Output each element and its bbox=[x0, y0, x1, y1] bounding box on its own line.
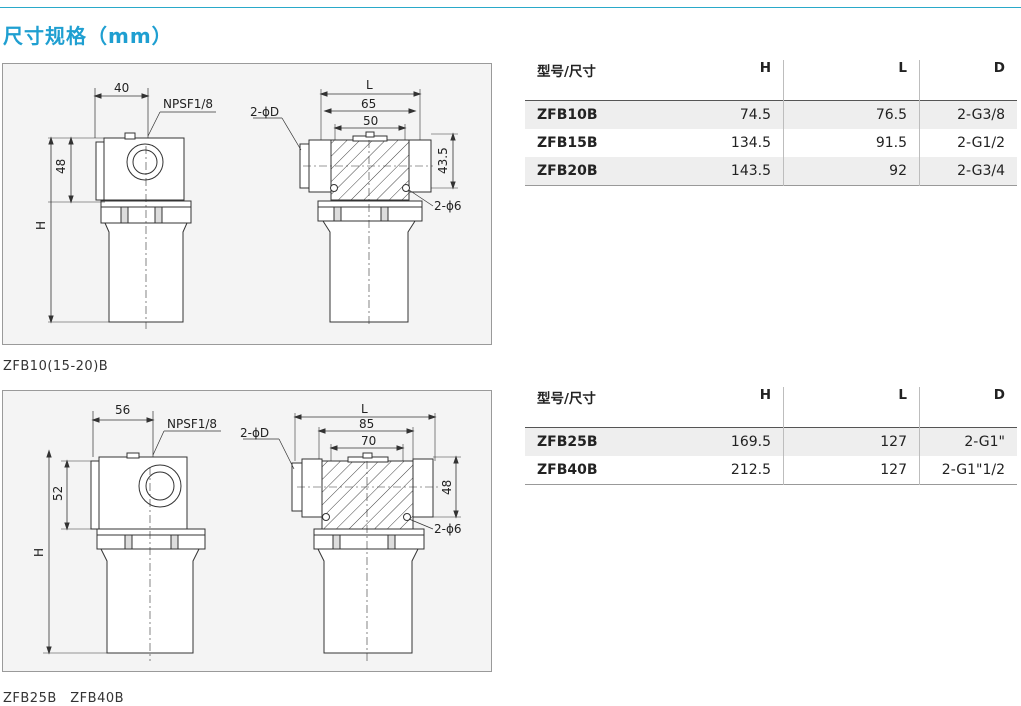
cell-d: 2-G1"1/2 bbox=[919, 456, 1017, 485]
dim-outer: 65 bbox=[361, 97, 376, 111]
cell-h: 212.5 bbox=[730, 462, 771, 478]
drawing-caption-2: ZFB25B ZFB40B bbox=[3, 691, 125, 706]
cell-h: 143.5 bbox=[659, 157, 784, 186]
cell-h: 134.5 bbox=[730, 135, 771, 151]
dim-inner: 50 bbox=[363, 114, 378, 128]
drawing-caption-1: ZFB10(15-20)B bbox=[3, 359, 109, 374]
dim-total-height: H bbox=[32, 548, 46, 557]
drawing-panel-1: 40 NPSF1/8 48 H L 65 50 2-ϕD 43.5 2-ϕ6 bbox=[2, 63, 492, 345]
technical-drawing-2: 56 NPSF1/8 52 H L 85 70 2-ϕD 48 2-ϕ6 bbox=[32, 402, 462, 661]
dim-port-height: 52 bbox=[51, 486, 65, 501]
cell-model: ZFB20B bbox=[525, 157, 659, 186]
dim-inner: 70 bbox=[361, 434, 376, 448]
dim-top-width: 56 bbox=[115, 403, 130, 417]
table-row: ZFB20B 143.5 92 2-G3/4 bbox=[525, 157, 1017, 186]
cell-h: 169.5 bbox=[659, 427, 784, 456]
cell-d: 2-G3/4 bbox=[919, 157, 1017, 186]
spec-table-1: 型号/尺寸 H L D ZFB10B 74.5 76.5 2-G3/8 ZFB1… bbox=[525, 60, 1017, 186]
hole-label: 2-ϕ6 bbox=[434, 199, 462, 213]
header-model: 型号/尺寸 bbox=[537, 64, 596, 80]
table-row: ZFB40B 212.5 127 2-G1"1/2 bbox=[525, 456, 1017, 485]
dim-side: 43.5 bbox=[436, 147, 450, 174]
port-label: 2-ϕD bbox=[250, 105, 279, 119]
dim-port-height: 48 bbox=[54, 159, 68, 174]
cell-l: 76.5 bbox=[783, 100, 920, 129]
cell-l: 127 bbox=[783, 456, 920, 485]
cell-l: 92 bbox=[783, 157, 920, 186]
header-l: L bbox=[783, 387, 920, 428]
dim-total-height: H bbox=[34, 221, 48, 230]
header-model: 型号/尺寸 bbox=[537, 391, 596, 407]
cell-model: ZFB40B bbox=[537, 462, 598, 478]
technical-drawing-1: 40 NPSF1/8 48 H L 65 50 2-ϕD 43.5 2-ϕ6 bbox=[34, 78, 462, 329]
cell-l: 91.5 bbox=[783, 129, 920, 157]
cell-model: ZFB10B bbox=[525, 100, 659, 129]
header-l: L bbox=[783, 60, 920, 101]
hole-label: 2-ϕ6 bbox=[434, 522, 462, 536]
header-d: D bbox=[919, 60, 1017, 101]
cell-d: 2-G3/8 bbox=[919, 100, 1017, 129]
table-row: ZFB10B 74.5 76.5 2-G3/8 bbox=[525, 100, 1017, 129]
header-d: D bbox=[919, 387, 1017, 428]
cell-d: 2-G1/2 bbox=[919, 129, 1017, 157]
thread-label: NPSF1/8 bbox=[167, 417, 217, 431]
cell-model: ZFB25B bbox=[525, 427, 659, 456]
thread-label: NPSF1/8 bbox=[163, 97, 213, 111]
cell-l: 127 bbox=[783, 427, 920, 456]
table-row: ZFB15B 134.5 91.5 2-G1/2 bbox=[525, 129, 1017, 157]
table-header-row: 型号/尺寸 H L D bbox=[525, 60, 1017, 101]
dim-length: L bbox=[361, 402, 368, 416]
drawing-panel-2: 56 NPSF1/8 52 H L 85 70 2-ϕD 48 2-ϕ6 bbox=[2, 390, 492, 672]
cell-model: ZFB15B bbox=[537, 135, 598, 151]
top-rule bbox=[0, 7, 1021, 8]
page-title: 尺寸规格（mm） bbox=[3, 24, 173, 48]
cell-d: 2-G1" bbox=[919, 427, 1017, 456]
dim-outer: 85 bbox=[359, 417, 374, 431]
port-label: 2-ϕD bbox=[240, 426, 269, 440]
spec-table-2: 型号/尺寸 H L D ZFB25B 169.5 127 2-G1" ZFB40… bbox=[525, 387, 1017, 485]
cell-h: 74.5 bbox=[659, 100, 784, 129]
header-h: H bbox=[759, 60, 771, 76]
table-header-row: 型号/尺寸 H L D bbox=[525, 387, 1017, 428]
dim-side: 48 bbox=[440, 480, 454, 495]
header-h: H bbox=[759, 387, 771, 403]
dim-length: L bbox=[366, 78, 373, 92]
dim-top-width: 40 bbox=[114, 81, 129, 95]
table-row: ZFB25B 169.5 127 2-G1" bbox=[525, 427, 1017, 456]
